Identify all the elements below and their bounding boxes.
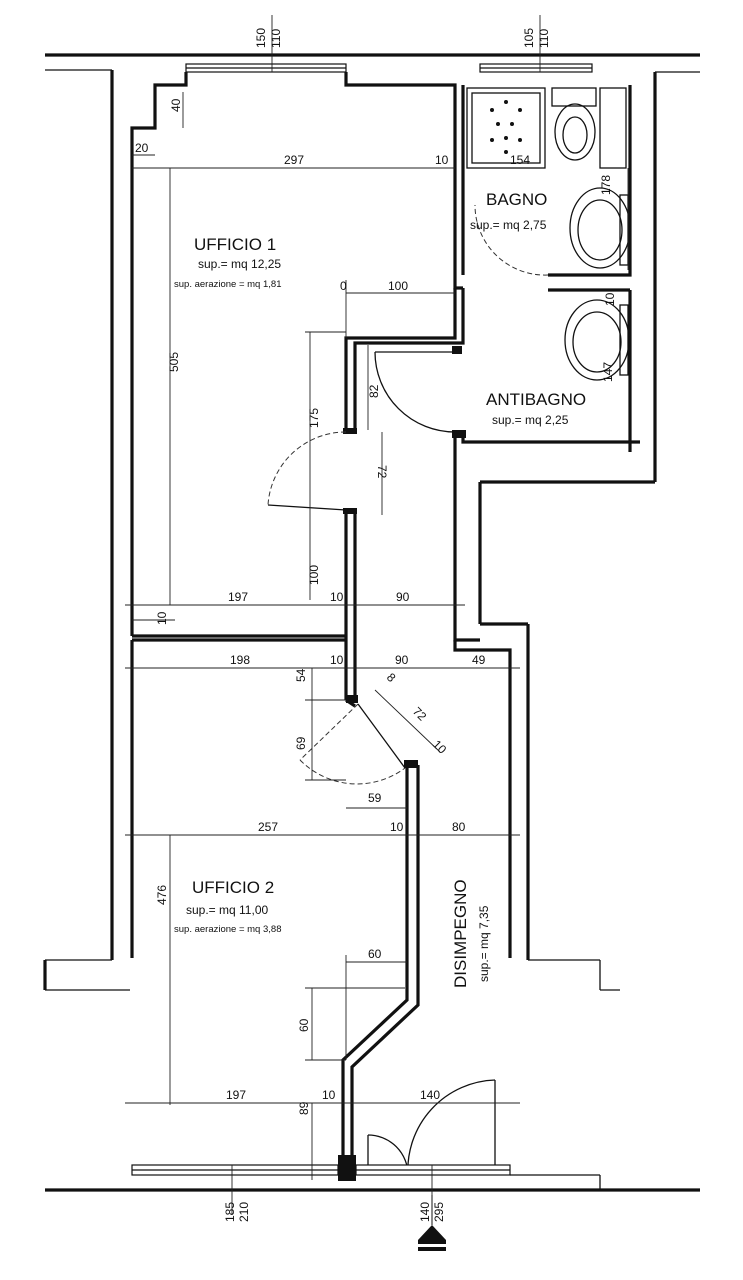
dim-90a: 90	[396, 590, 410, 604]
dimension-labels: 150 110 105 110 40 20 297 10 154 178 505…	[135, 28, 617, 1222]
room-antibagno: ANTIBAGNO sup.= mq 2,25	[486, 390, 586, 427]
room-sup-bagno: sup.= mq 2,75	[470, 218, 547, 232]
dim-49: 49	[472, 653, 486, 667]
dim-69: 69	[294, 736, 308, 750]
dim-0: 0	[340, 279, 347, 293]
dim-10c: 10	[390, 820, 404, 834]
dim-59: 59	[368, 791, 382, 805]
window-top-ufficio1	[185, 63, 347, 73]
door-ufficio2	[299, 703, 406, 785]
dim-54: 54	[294, 668, 308, 682]
dim-60-v: 60	[297, 1018, 311, 1032]
dim-20: 20	[135, 141, 149, 155]
door-antibagno	[374, 351, 456, 433]
dim-top-150: 150	[254, 28, 268, 48]
dim-257: 257	[258, 820, 278, 834]
dim-297: 297	[284, 153, 304, 167]
room-name-ufficio2: UFFICIO 2	[192, 878, 274, 897]
dim-82: 82	[367, 384, 381, 398]
dim-bot-210: 210	[237, 1202, 251, 1222]
room-name-ufficio1: UFFICIO 1	[194, 235, 276, 254]
shower-tray	[466, 87, 546, 169]
window-top-bagno	[479, 63, 593, 73]
room-aer-ufficio1: sup. aerazione = mq 1,81	[174, 279, 281, 290]
room-bagno: BAGNO sup.= mq 2,75	[470, 190, 547, 232]
dim-147: 147	[601, 362, 615, 382]
room-sup-antibagno: sup.= mq 2,25	[492, 413, 569, 427]
door-bagno	[474, 204, 549, 276]
dim-top-110a: 110	[269, 29, 283, 48]
room-sup-ufficio2: sup.= mq 11,00	[186, 903, 268, 917]
dim-154: 154	[510, 153, 530, 167]
room-disimpegno: DISIMPEGNO sup.= mq 7,35	[451, 879, 491, 988]
room-ufficio2: UFFICIO 2 sup.= mq 11,00 sup. aerazione …	[174, 878, 281, 935]
top-wall	[45, 53, 700, 991]
dim-140: 140	[420, 1088, 440, 1102]
dim-89: 89	[297, 1101, 311, 1115]
dim-bot-140: 140	[418, 1202, 432, 1222]
dim-10b: 10	[330, 653, 344, 667]
dim-175: 175	[307, 408, 321, 428]
dim-178: 178	[599, 175, 613, 195]
bagno-walls	[452, 85, 640, 642]
dim-40: 40	[169, 98, 183, 112]
sink-antibagno	[564, 299, 630, 381]
sink-bagno	[569, 187, 631, 269]
dimension-lines	[125, 15, 629, 1215]
dim-top-110b: 110	[537, 29, 551, 48]
ufficio2-walls	[130, 638, 512, 1181]
dim-476: 476	[155, 885, 169, 905]
dim-10-anti: 10	[603, 292, 617, 306]
bottom-wall	[43, 960, 700, 1192]
dim-8: 8	[384, 670, 399, 685]
room-name-disimpegno: DISIMPEGNO	[451, 879, 470, 988]
dim-100-left: 100	[307, 565, 321, 585]
room-name-antibagno: ANTIBAGNO	[486, 390, 586, 409]
dim-197b: 197	[226, 1088, 246, 1102]
dim-bot-185: 185	[223, 1202, 237, 1222]
dim-10d: 10	[322, 1088, 336, 1102]
dim-80: 80	[452, 820, 466, 834]
dim-10-left: 10	[155, 611, 169, 625]
dim-72b: 72	[410, 704, 430, 724]
dim-90b: 90	[395, 653, 409, 667]
dim-10a: 10	[330, 590, 344, 604]
dim-100-top: 100	[388, 279, 408, 293]
room-sup-ufficio1: sup.= mq 12,25	[198, 257, 281, 271]
dim-bot-295: 295	[432, 1202, 446, 1222]
dim-10-top: 10	[435, 153, 449, 167]
room-aer-ufficio2: sup. aerazione = mq 3,88	[174, 924, 281, 935]
dim-505: 505	[167, 352, 181, 372]
room-sup-disimpegno: sup.= mq 7,35	[477, 905, 491, 982]
entrance-arrow-icon	[418, 1195, 446, 1251]
dim-197a: 197	[228, 590, 248, 604]
dim-10-diag: 10	[430, 737, 450, 757]
bidet	[599, 87, 627, 169]
dim-60-h: 60	[368, 947, 382, 961]
door-ufficio1	[267, 431, 347, 511]
dim-top-105: 105	[522, 28, 536, 48]
toilet	[551, 87, 597, 161]
room-ufficio1: UFFICIO 1 sup.= mq 12,25 sup. aerazione …	[174, 235, 281, 290]
dim-72a: 72	[375, 465, 389, 479]
dim-198: 198	[230, 653, 250, 667]
room-name-bagno: BAGNO	[486, 190, 547, 209]
